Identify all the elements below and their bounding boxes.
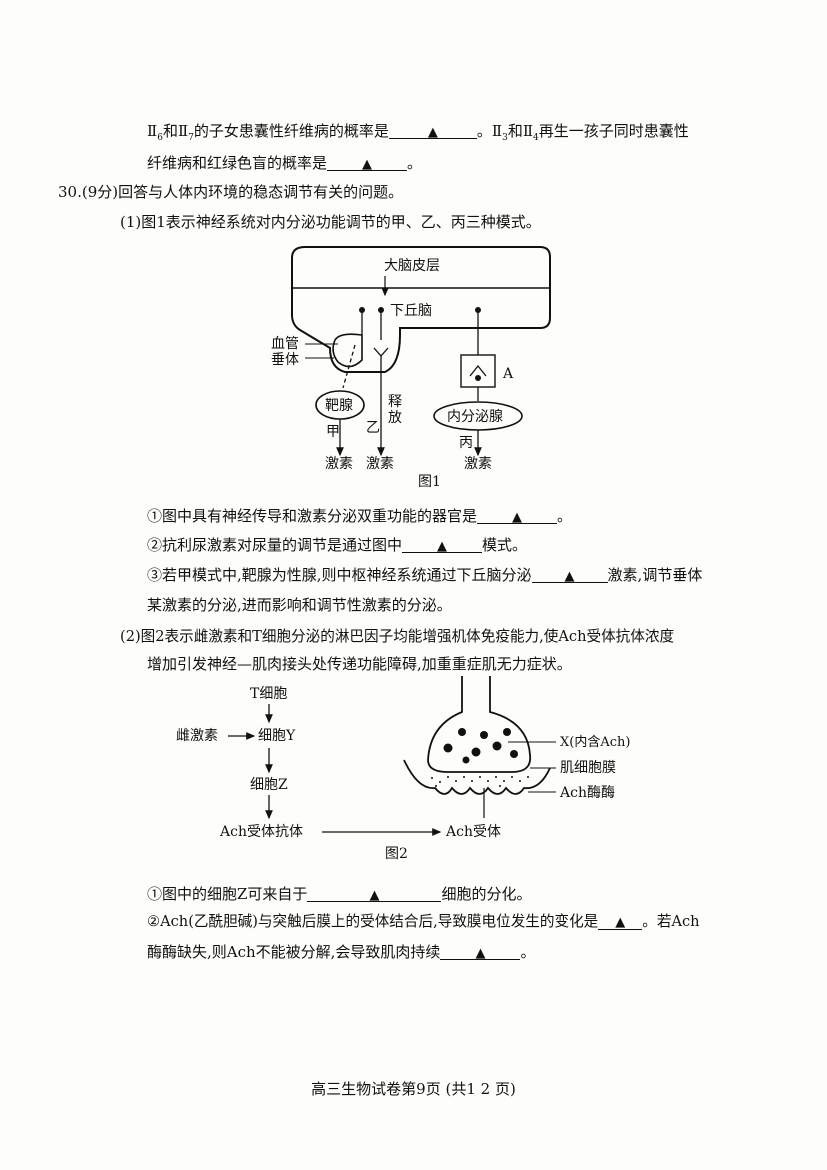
fig1-endocrine-label: 内分泌腺 bbox=[447, 409, 503, 425]
fig2-estrogen: 雌激素 bbox=[176, 728, 218, 744]
fig1-vessel-label: 血管 bbox=[271, 336, 299, 352]
fig2-membrane: 肌细胞膜 bbox=[560, 760, 616, 776]
answer-blank[interactable]: ▲ bbox=[440, 942, 521, 961]
fig2-receptor: Ach受体 bbox=[446, 824, 501, 840]
fig2-t-cell: T细胞 bbox=[250, 686, 288, 702]
fig1-jia-label: 甲 bbox=[326, 424, 340, 440]
fig1-hormone-bing: 激素 bbox=[464, 456, 492, 472]
fig1-hormone-jia: 激素 bbox=[325, 456, 353, 472]
fig1-pituitary-label: 垂体 bbox=[271, 352, 299, 368]
answer-blank[interactable]: ▲ bbox=[477, 506, 558, 525]
fig1-cortex-label: 大脑皮层 bbox=[384, 258, 440, 274]
fig1-label-a: A bbox=[503, 366, 514, 382]
answer-blank[interactable]: ▲ bbox=[531, 565, 608, 584]
fig1-release-label-1: 释 bbox=[388, 394, 402, 410]
answer-blank[interactable]: ▲ bbox=[598, 912, 643, 930]
answer-blank[interactable]: ▲ bbox=[388, 121, 477, 140]
q30-p1-q3: ③若甲模式中,靶腺为性腺,则中枢神经系统通过下丘脑分泌▲激素,调节垂体 bbox=[147, 565, 703, 584]
q30-header: 30.(9分)回答与人体内环境的稳态调节有关的问题。 bbox=[58, 183, 404, 201]
fig1-target-gland-label: 靶腺 bbox=[325, 398, 353, 414]
brain-outline bbox=[291, 246, 551, 373]
fig1-hypothalamus-label: 下丘脑 bbox=[390, 303, 432, 319]
fig2-antibody: Ach受体抗体 bbox=[220, 824, 303, 840]
fig2-enzyme: Ach酶酶 bbox=[560, 785, 615, 801]
fig1-yi-label: 乙 bbox=[366, 420, 380, 436]
q29-line-2: 纤维病和红绿色盲的概率是▲。 bbox=[147, 153, 423, 172]
synapse-drawing bbox=[403, 676, 556, 818]
q30-p1-q2: ②抗利尿激素对尿量的调节是通过图中▲模式。 bbox=[147, 535, 528, 554]
fig2-cell-z: 细胞Z bbox=[250, 777, 288, 793]
answer-blank[interactable]: ▲ bbox=[307, 884, 442, 903]
q30-part1-intro: (1)图1表示神经系统对内分泌功能调节的甲、乙、丙三种模式。 bbox=[120, 213, 541, 231]
fig2-cell-y: 细胞Y bbox=[258, 728, 296, 744]
q30-part2-intro-1: (2)图2表示雌激素和T细胞分泌的淋巴因子均能增强机体免疫能力,使Ach受体抗体… bbox=[120, 628, 675, 645]
fig1-caption: 图1 bbox=[418, 474, 441, 490]
q30-p2-q2-cont: 酶酶缺失,则Ach不能被分解,会导致肌肉持续▲。 bbox=[147, 942, 536, 961]
q30-p1-q3-cont: 某激素的分泌,进而影响和调节性激素的分泌。 bbox=[147, 596, 452, 614]
fig1-hormone-yi: 激素 bbox=[366, 456, 394, 472]
fig2-caption: 图2 bbox=[385, 846, 408, 862]
answer-blank[interactable]: ▲ bbox=[402, 535, 483, 554]
q30-p2-q2: ②Ach(乙酰胆碱)与突触后膜上的受体结合后,导致膜电位发生的变化是▲。若Ach bbox=[147, 912, 700, 930]
answer-blank[interactable]: ▲ bbox=[327, 153, 408, 172]
q30-p1-q1: ①图中具有神经传导和激素分泌双重功能的器官是▲。 bbox=[147, 506, 573, 525]
fig2-vesicle-x: X(内含Ach) bbox=[560, 735, 631, 750]
q30-p2-q1: ①图中的细胞Z可来自于▲细胞的分化。 bbox=[147, 884, 532, 903]
page-footer: 高三生物试卷第9页 (共1 2 页) bbox=[311, 1080, 516, 1098]
fig1-release-label-2: 放 bbox=[388, 410, 402, 426]
fig1-bing-label: 丙 bbox=[459, 435, 473, 451]
q29-line-1: Ⅱ6和Ⅱ7的子女患囊性纤维病的概率是▲。Ⅱ3和Ⅱ4再生一孩子同时患囊性 bbox=[147, 121, 689, 143]
q30-part2-intro-2: 增加引发神经—肌肉接头处传递功能障碍,加重重症肌无力症状。 bbox=[147, 655, 572, 673]
